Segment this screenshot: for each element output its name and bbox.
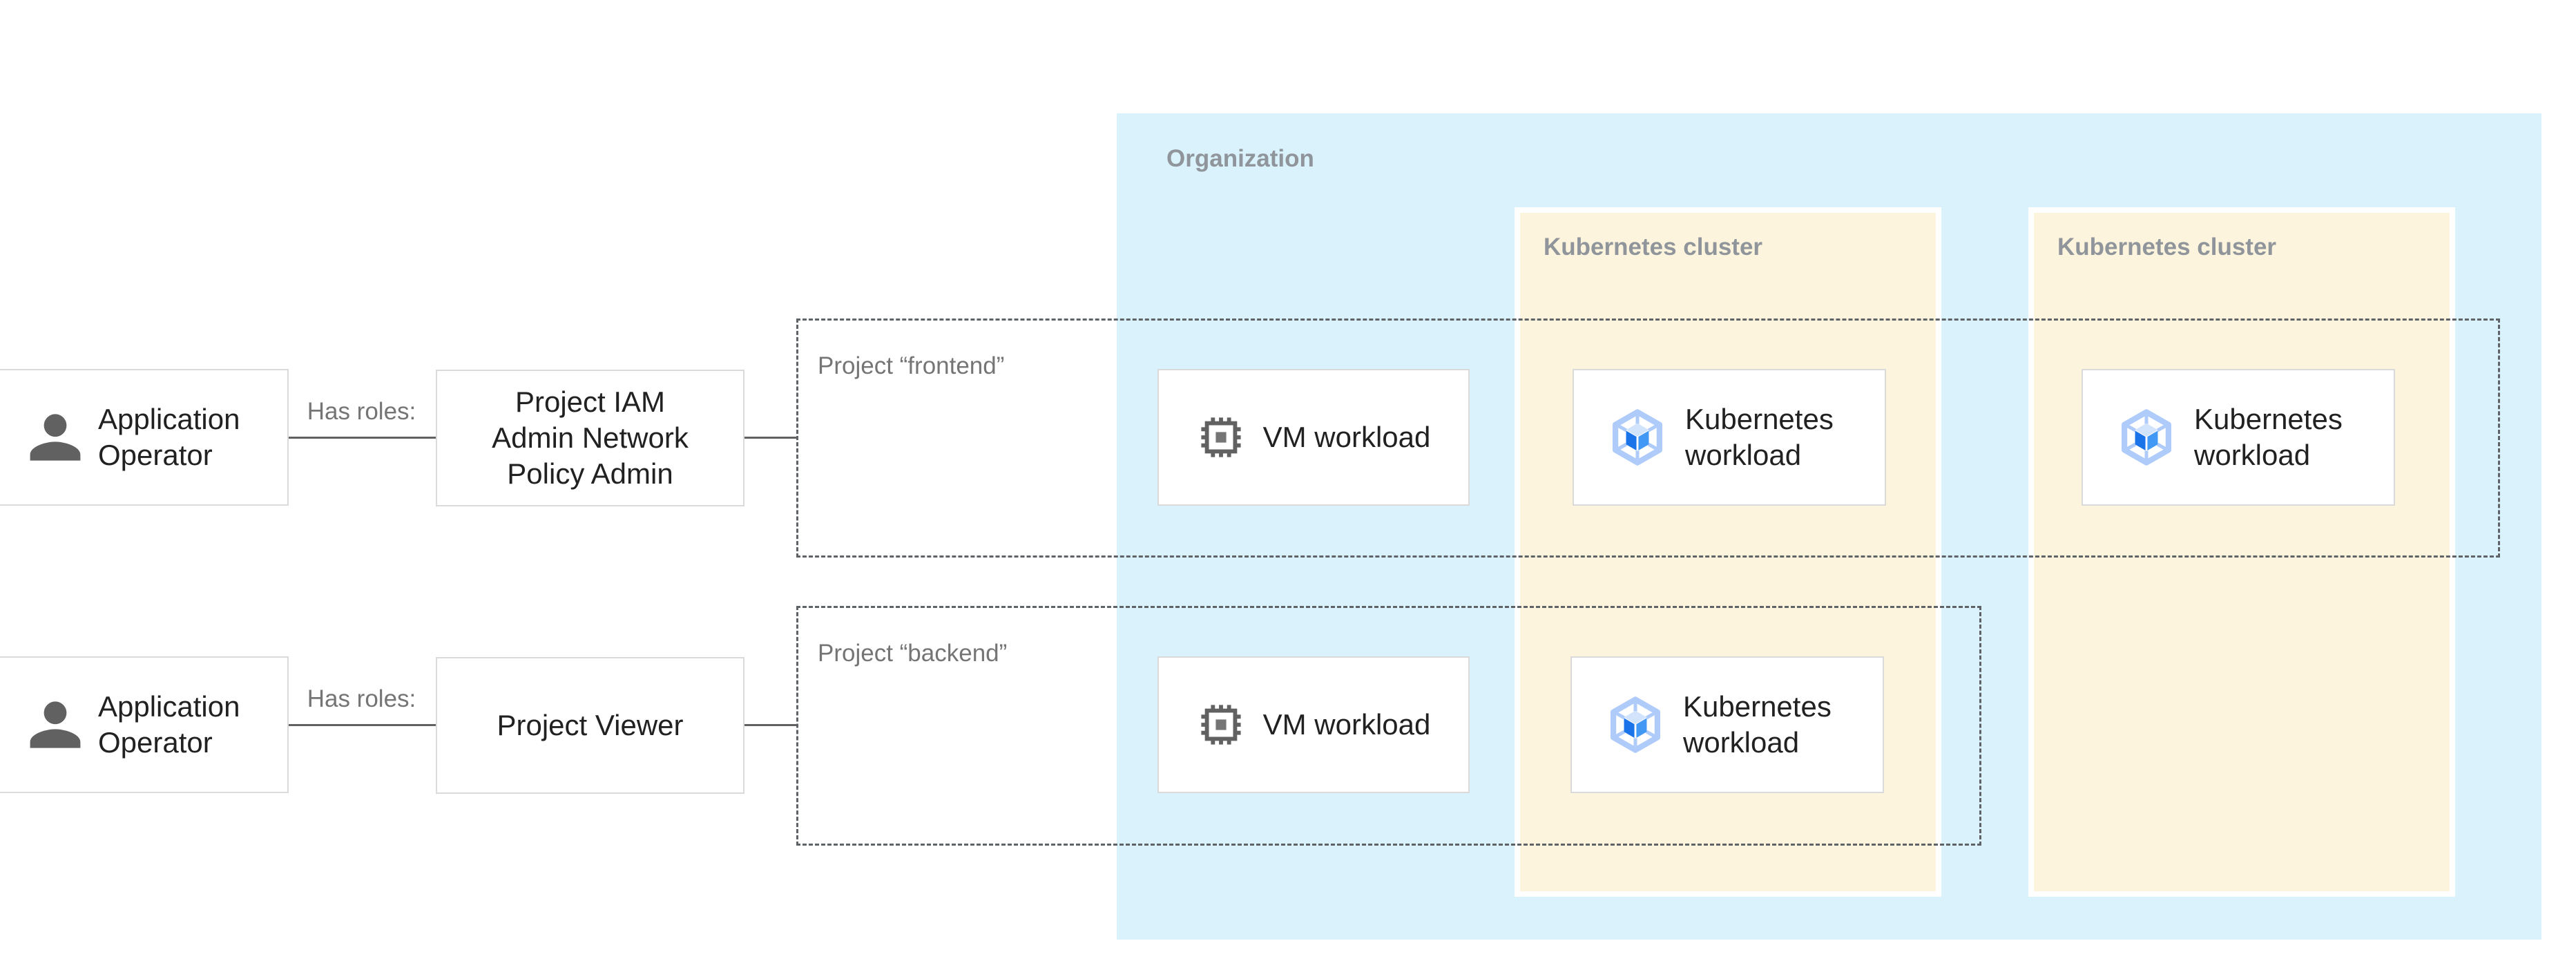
person-icon xyxy=(30,701,81,748)
gke-hexagon-cube-icon xyxy=(2121,409,2172,466)
project-frontend-boundary: Project “frontend” xyxy=(796,318,2500,558)
kubernetes-workload-node-frontend-cluster1: Kubernetes workload xyxy=(1573,369,1886,506)
kubernetes-cluster-label: Kubernetes cluster xyxy=(1544,234,1763,260)
application-operator-node-1: Application Operator xyxy=(0,369,289,506)
kubernetes-cluster-label: Kubernetes cluster xyxy=(2057,234,2277,260)
vm-workload-node-frontend: VM workload xyxy=(1157,369,1470,506)
has-roles-label-1: Has roles: xyxy=(307,398,416,425)
person-icon xyxy=(30,414,81,461)
connector-role2-to-backend xyxy=(744,724,796,726)
workload-label: Kubernetes workload xyxy=(1683,690,1832,759)
application-operator-node-2: Application Operator xyxy=(0,656,289,793)
actor-label: Application Operator xyxy=(98,403,240,471)
actor-label: Application Operator xyxy=(98,690,240,759)
role-node-project-viewer: Project Viewer xyxy=(436,657,744,794)
role-label: Project IAM Admin Network Policy Admin xyxy=(492,386,689,490)
kubernetes-cluster-zone-2: Kubernetes cluster xyxy=(2028,207,2455,897)
compute-engine-chip-icon xyxy=(1201,417,1241,457)
project-backend-label: Project “backend” xyxy=(818,640,1008,667)
vm-workload-node-backend: VM workload xyxy=(1157,656,1470,793)
project-backend-boundary: Project “backend” xyxy=(796,606,1981,846)
compute-engine-chip-icon xyxy=(1201,705,1241,745)
gke-hexagon-cube-icon xyxy=(1612,409,1663,466)
role-label: Project Viewer xyxy=(497,709,684,741)
workload-label: Kubernetes workload xyxy=(2194,403,2343,471)
role-node-project-iam-admin: Project IAM Admin Network Policy Admin xyxy=(436,370,744,506)
workload-label: VM workload xyxy=(1262,421,1431,453)
connector-actor2-to-role2 xyxy=(287,724,436,726)
gke-hexagon-cube-icon xyxy=(1610,696,1661,753)
workload-label: VM workload xyxy=(1262,708,1431,741)
has-roles-label-2: Has roles: xyxy=(307,685,416,712)
kubernetes-workload-node-frontend-cluster2: Kubernetes workload xyxy=(2082,369,2395,506)
project-frontend-label: Project “frontend” xyxy=(818,352,1005,379)
kubernetes-workload-node-backend-cluster1: Kubernetes workload xyxy=(1570,656,1884,793)
connector-actor1-to-role1 xyxy=(287,437,436,439)
connector-role1-to-frontend xyxy=(744,437,796,439)
organization-label: Organization xyxy=(1166,145,1314,172)
workload-label: Kubernetes workload xyxy=(1685,403,1834,471)
